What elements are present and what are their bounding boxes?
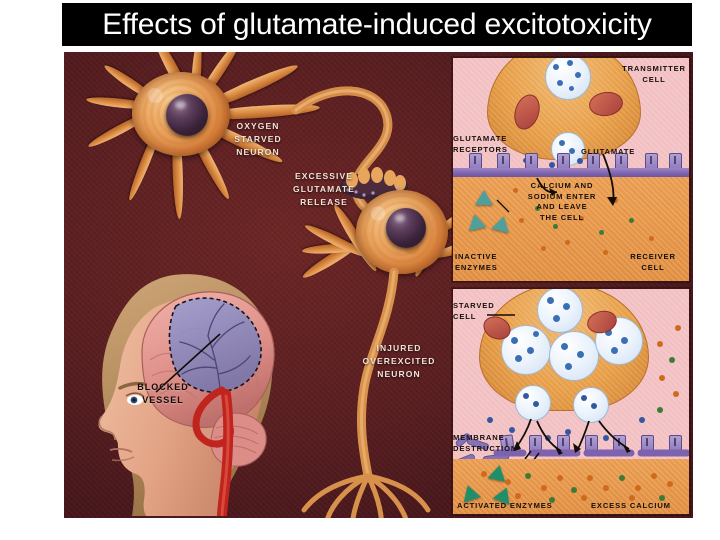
starved-cell-cytoplasm (453, 459, 689, 514)
label-injured-overexcited-neuron: INJURED OVEREXCITED NEURON (362, 343, 436, 379)
page-title: Effects of glutamate-induced excitotoxic… (102, 7, 652, 41)
synapse-normal-panel: TRANSMITTER CELL GLUTAMATE RECEPTORS GLU… (452, 57, 690, 282)
label-glutamate-receptors: GLUTAMATE RECEPTORS (453, 134, 508, 154)
label-starved-cell: STARVED CELL (453, 301, 495, 321)
label-blocked-vessel: BLOCKED VESSEL (137, 382, 189, 405)
label-excess-calcium: EXCESS CALCIUM (591, 501, 671, 510)
label-calcium-sodium: CALCIUM AND SODIUM ENTER AND LEAVE THE C… (527, 181, 597, 222)
synapse-excitotoxic-panel: STARVED CELL MEMBRANE DESTRUCTION ACTIVA… (452, 288, 690, 515)
label-receiver-cell: RECEIVER CELL (630, 252, 676, 272)
label-excessive-glutamate-release: EXCESSIVE GLUTAMATE RELEASE (293, 171, 355, 207)
label-activated-enzymes: ACTIVATED ENZYMES (457, 501, 553, 510)
head-brain-graphic (80, 264, 290, 518)
head-brain-svg (98, 274, 275, 518)
postsynaptic-membrane (453, 168, 689, 177)
vesicle-swollen (549, 331, 599, 381)
label-glutamate: GLUTAMATE (581, 147, 636, 156)
label-membrane-destruction: MEMBRANE DESTRUCTION (453, 433, 518, 453)
slide-title-bar: Effects of glutamate-induced excitotoxic… (62, 3, 692, 46)
figure-illustration: OXYGEN STARVED NEURON (64, 52, 693, 518)
inactive-enzyme (475, 190, 493, 205)
label-inactive-enzymes: INACTIVE ENZYMES (455, 252, 498, 272)
vesicle-swollen (537, 289, 583, 333)
label-transmitter-cell: TRANSMITTER CELL (622, 64, 686, 84)
vesicle-swollen (501, 325, 551, 375)
label-oxygen-starved-neuron: OXYGEN STARVED NEURON (234, 121, 282, 157)
